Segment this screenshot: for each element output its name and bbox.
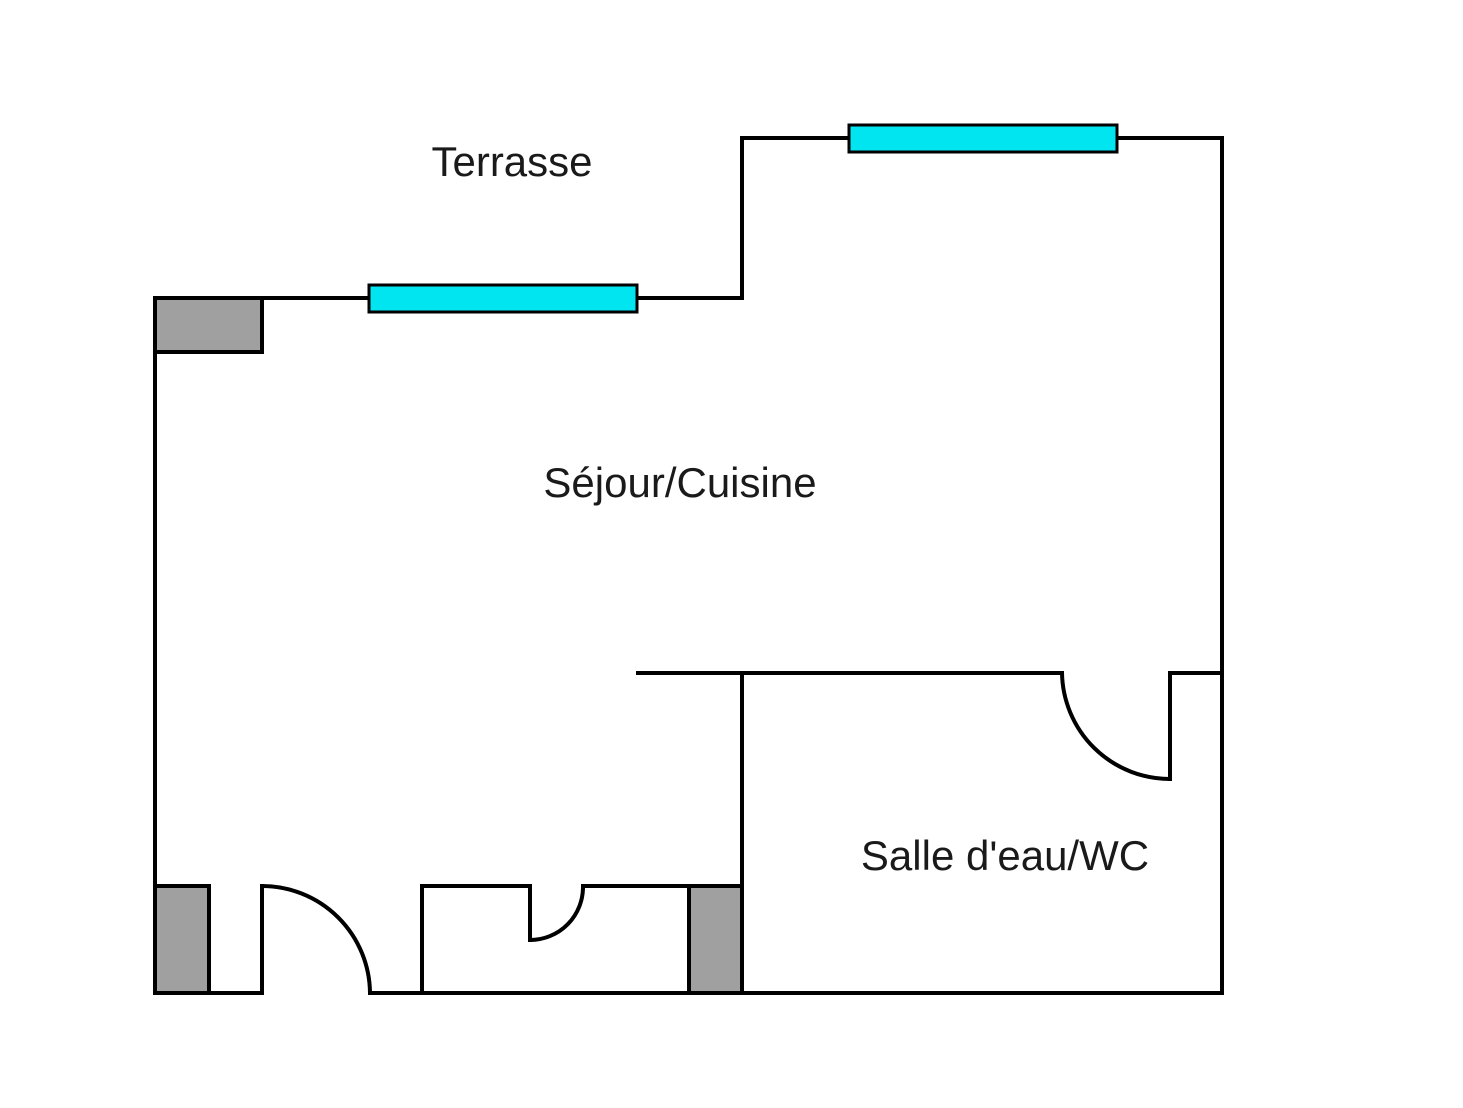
- pillar-bottom-middle: [687, 884, 744, 995]
- entrance-door-swing: [261, 884, 372, 994]
- room-labels: Terrasse Séjour/Cuisine Salle d'eau/WC: [431, 138, 1149, 879]
- closet-door-swing: [529, 885, 586, 942]
- label-bathroom: Salle d'eau/WC: [861, 832, 1149, 879]
- pillars: [153, 296, 744, 995]
- pillar-bottom-left: [153, 884, 211, 995]
- window-lower: [367, 283, 639, 314]
- pillar-top-left: [153, 296, 264, 354]
- bathroom-door-swing: [1060, 672, 1171, 781]
- doors: [260, 671, 1172, 995]
- closet-wall: [420, 884, 532, 995]
- label-terrace: Terrasse: [431, 138, 592, 185]
- windows: [367, 123, 1119, 314]
- label-living-kitchen: Séjour/Cuisine: [543, 459, 816, 506]
- window-upper: [847, 123, 1119, 154]
